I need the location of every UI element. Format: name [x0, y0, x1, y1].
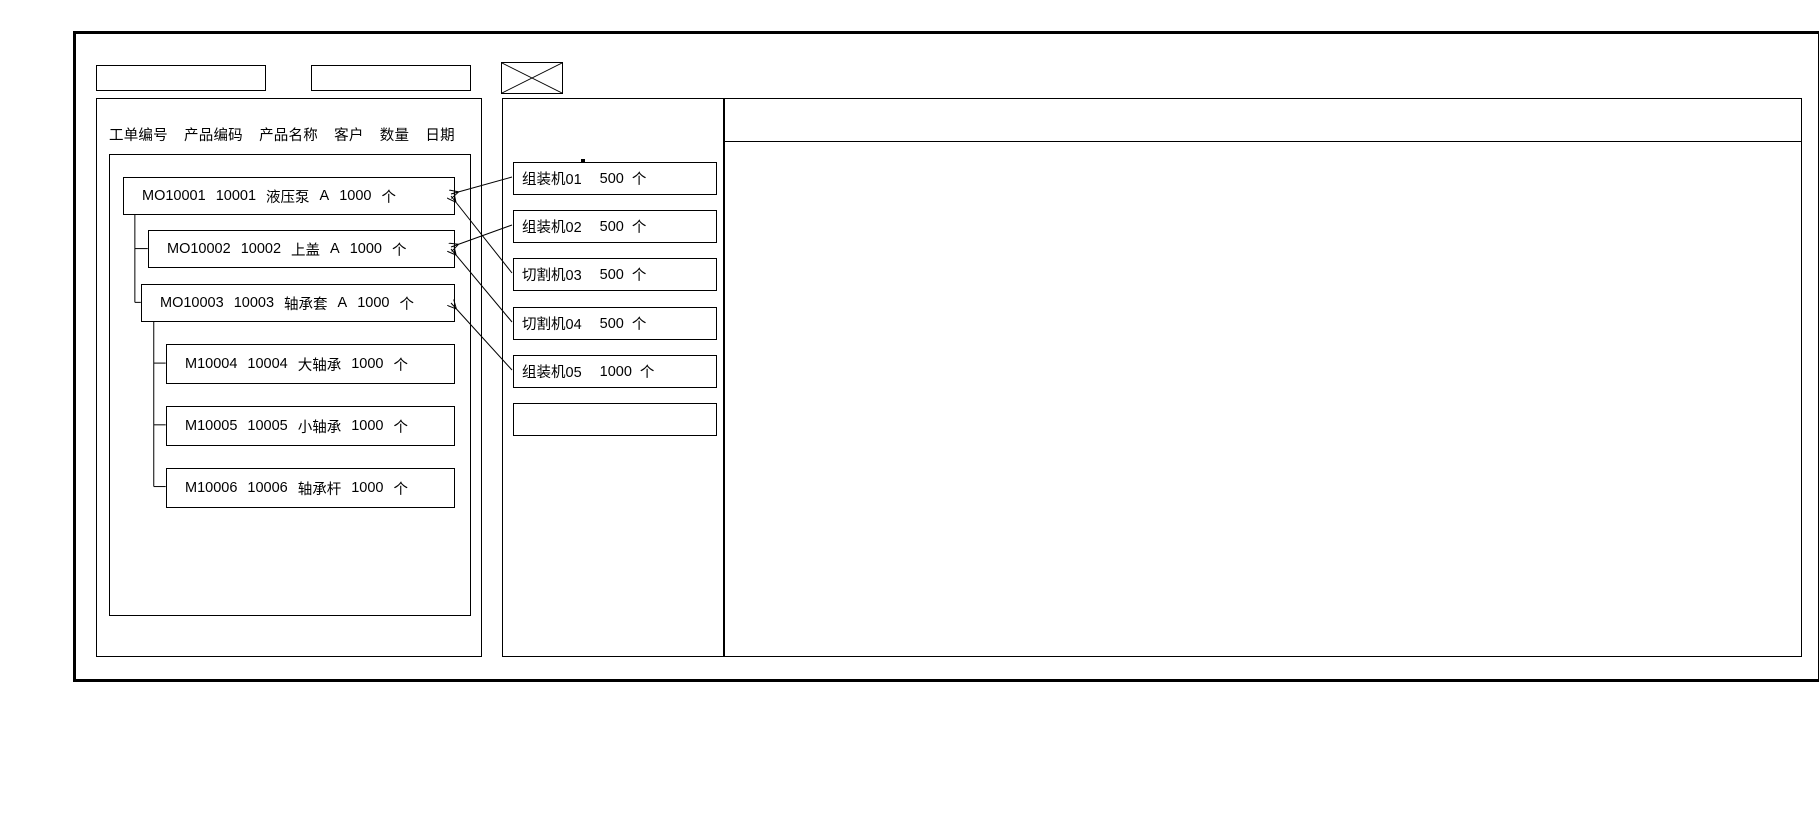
machine-panel: 组装机01 500 个 组装机02 500 个 切割机03 500 个 切割机0… [502, 98, 724, 657]
row-product-code: 10003 [233, 295, 275, 311]
row-unit: 个 [399, 296, 414, 313]
list-item[interactable]: 组装机01 500 个 [513, 162, 717, 195]
list-item[interactable]: 切割机04 500 个 [513, 307, 717, 340]
machine-quantity: 500 [599, 266, 624, 283]
row-order-no: MO10002 [167, 241, 231, 257]
machine-quantity: 1000 [599, 363, 632, 380]
row-product-code: 10006 [247, 480, 288, 496]
machine-unit: 个 [639, 365, 655, 381]
row-order-no: MO10003 [160, 295, 224, 311]
toolbar [76, 34, 1818, 94]
row-quantity: 1000 [357, 295, 390, 311]
work-order-tree[interactable]: MO10001 10001 液压泵 A 1000 个 MO10002 10002… [109, 154, 471, 616]
row-unit: 个 [393, 419, 409, 436]
row-unit: 个 [393, 481, 409, 498]
row-product-name: 大轴承 [297, 357, 342, 374]
row-product-name: 上盖 [291, 242, 321, 259]
row-quantity: 1000 [339, 188, 372, 204]
row-quantity: 1000 [351, 418, 384, 434]
dot-marker-icon [581, 159, 585, 162]
window-frame: 工单编号 产品编码 产品名称 客户 数量 日期 [73, 31, 1819, 682]
row-quantity: 1000 [351, 356, 384, 372]
tree-connector-lines [134, 214, 166, 488]
row-customer: A [337, 295, 348, 311]
row-customer: A [330, 241, 340, 257]
table-row[interactable]: M10004 10004 大轴承 1000 个 [166, 344, 455, 384]
table-row[interactable]: M10005 10005 小轴承 1000 个 [166, 406, 455, 446]
column-header-product-name: 产品名称 [259, 128, 318, 144]
work-order-panel: 工单编号 产品编码 产品名称 客户 数量 日期 [96, 98, 482, 657]
table-row[interactable]: MO10002 10002 上盖 A 1000 个 [148, 230, 455, 268]
column-header-product-code: 产品编码 [184, 128, 243, 144]
row-product-code: 10004 [247, 356, 288, 372]
row-order-no: M10004 [185, 356, 238, 372]
row-product-name: 轴承杆 [297, 481, 342, 498]
row-product-name: 液压泵 [266, 189, 310, 206]
row-order-no: MO10001 [142, 188, 206, 204]
machine-name: 组装机02 [522, 220, 582, 236]
detail-panel-header-divider [725, 141, 1801, 142]
row-unit: 个 [391, 242, 407, 259]
table-row[interactable]: M10006 10006 轴承杆 1000 个 [166, 468, 455, 508]
row-product-name: 小轴承 [297, 419, 342, 436]
list-item[interactable]: 组装机05 1000 个 [513, 355, 717, 388]
machine-name: 组装机05 [522, 365, 582, 381]
column-header-order-no: 工单编号 [109, 128, 168, 144]
column-header-customer: 客户 [334, 128, 364, 144]
row-quantity: 1000 [351, 480, 384, 496]
machine-quantity: 500 [599, 218, 624, 235]
machine-quantity: 500 [599, 170, 624, 187]
machine-unit: 个 [631, 220, 647, 236]
list-item[interactable]: 切割机03 500 个 [513, 258, 717, 291]
toolbar-field-2[interactable] [311, 65, 471, 91]
machine-unit: 个 [631, 172, 647, 188]
row-product-code: 10002 [240, 241, 282, 257]
row-unit: 个 [381, 189, 396, 206]
column-header-date: 日期 [425, 128, 455, 144]
row-product-code: 10001 [215, 188, 257, 204]
row-product-code: 10005 [247, 418, 288, 434]
machine-unit: 个 [631, 317, 647, 333]
toolbar-field-1[interactable] [96, 65, 266, 91]
row-order-no: M10006 [185, 480, 238, 496]
work-order-column-headers: 工单编号 产品编码 产品名称 客户 数量 日期 [109, 124, 469, 145]
row-quantity: 1000 [349, 241, 382, 257]
row-customer: A [319, 188, 330, 204]
table-row[interactable]: MO10003 10003 轴承套 A 1000 个 [141, 284, 455, 322]
machine-name: 切割机03 [522, 268, 582, 284]
row-order-no: M10005 [185, 418, 238, 434]
image-placeholder-icon[interactable] [501, 62, 563, 94]
machine-quantity: 500 [599, 315, 624, 332]
column-header-quantity: 数量 [379, 128, 410, 144]
machine-name: 切割机04 [522, 317, 582, 333]
list-item[interactable]: 组装机02 500 个 [513, 210, 717, 243]
row-unit: 个 [393, 357, 409, 374]
row-product-name: 轴承套 [284, 296, 328, 313]
machine-unit: 个 [631, 268, 647, 284]
table-row[interactable]: MO10001 10001 液压泵 A 1000 个 [123, 177, 455, 215]
machine-name: 组装机01 [522, 172, 582, 188]
list-item-empty[interactable] [513, 403, 717, 436]
detail-panel [724, 98, 1802, 657]
